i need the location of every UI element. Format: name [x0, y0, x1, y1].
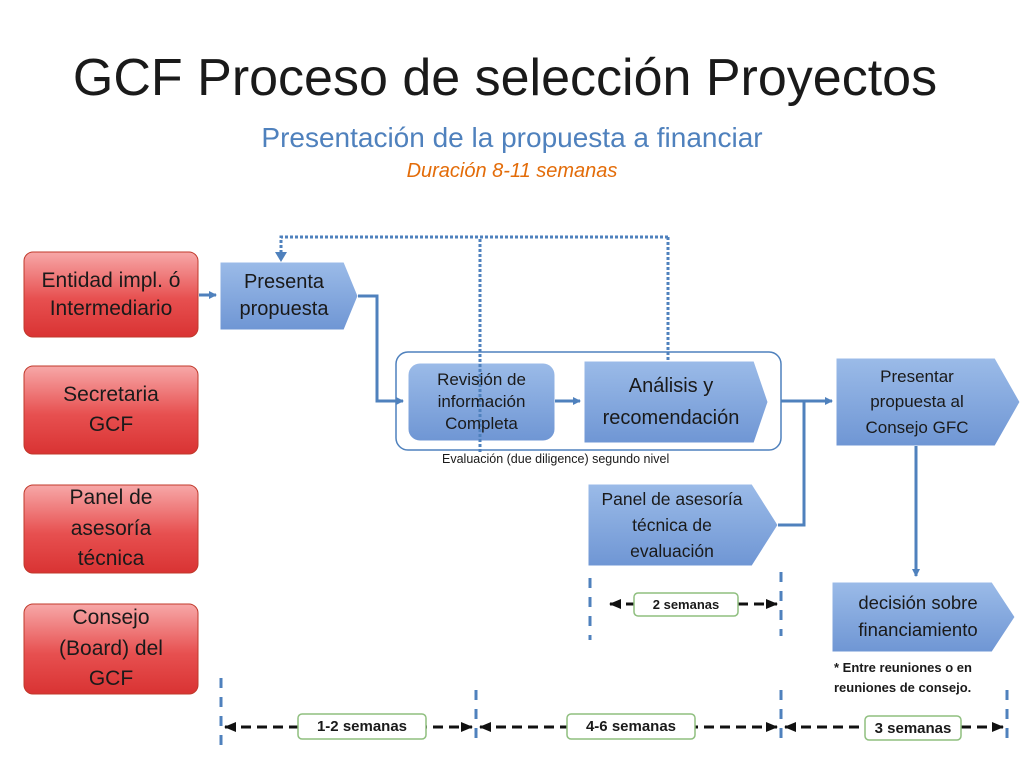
role-entidad: Entidad impl. ó Intermediario: [41, 269, 181, 320]
role-box-entidad: [23, 251, 199, 338]
pill-bg-fase1: [297, 713, 427, 740]
step-panel-evaluacion: Panel de asesoría técnica de evaluación: [601, 488, 743, 562]
duration-fase2: 4-6 semanas: [585, 718, 677, 735]
duration-panel: 2 semanas: [652, 597, 720, 612]
connector-panel-join: [778, 401, 806, 527]
step-shape-presenta: [219, 261, 359, 331]
step-shape-presentar-consejo: [835, 357, 1021, 447]
step-shape-panel: [587, 483, 779, 567]
role-box-panel: [23, 484, 199, 574]
duration-fase3: 3 semanas: [874, 719, 952, 737]
pill-bg-panel: [633, 592, 739, 617]
step-presenta-propuesta: Presenta propuesta: [239, 271, 329, 320]
connector-presenta-revision: [358, 294, 404, 405]
step-shape-analisis: [583, 360, 769, 444]
role-box-consejo: [23, 603, 199, 695]
pill-bg-fase3: [864, 715, 962, 741]
meeting-footnote: * Entre reuniones o en reuniones de cons…: [834, 660, 972, 695]
duration-fase1: 1-2 semanas: [316, 718, 408, 735]
page-subtitle: Presentación de la propuesta a financiar: [261, 122, 763, 153]
step-presentar-consejo: Presentar propuesta al Consejo GFC: [865, 366, 969, 437]
role-secretaria: Secretaria GCF: [63, 382, 159, 436]
timeline-ticks: [219, 572, 1009, 746]
role-panel: Panel de asesoría técnica: [69, 486, 153, 571]
feedback-dotted-line: [279, 235, 670, 452]
step-decision-financiamiento: decisión sobre financiamiento: [858, 592, 978, 640]
step-shape-decision: [831, 581, 1016, 653]
role-consejo: Consejo (Board) del GCF: [59, 606, 163, 691]
evaluation-caption: Evaluación (due diligence) segundo nivel: [442, 452, 670, 466]
step-revision-informacion: Revisión de información Completa: [437, 369, 526, 434]
step-analisis-recomendacion: Análisis y recomendación: [602, 375, 740, 429]
page-title: GCF Proceso de selección Proyectos: [72, 49, 938, 107]
role-box-secretaria: [23, 365, 199, 455]
total-duration: Duración 8-11 semanas: [406, 160, 618, 182]
pill-bg-fase2: [566, 713, 696, 740]
feedback-arrowhead: [275, 252, 287, 262]
